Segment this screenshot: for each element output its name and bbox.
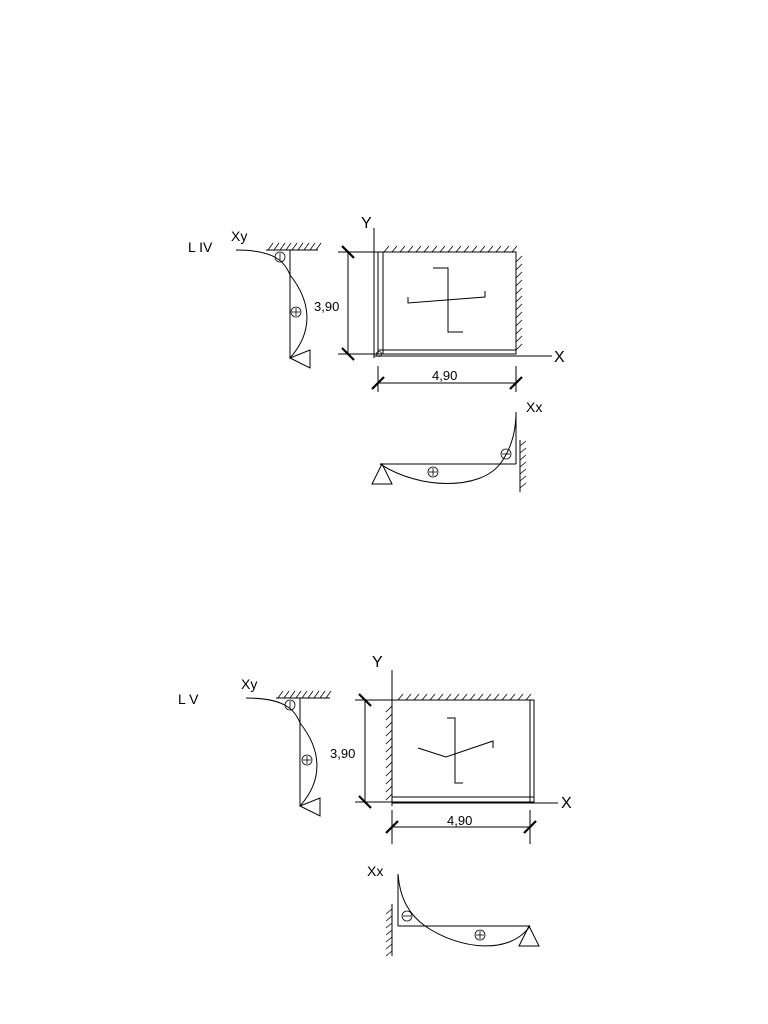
panel-v-moment-x-diagram: Xx	[367, 863, 540, 957]
panel-v-name: L V	[178, 691, 199, 707]
panel-iv-moment-y-fixed-support-hatch	[267, 242, 322, 251]
panel-v-moment-y-pin-support	[298, 797, 321, 817]
panel-v-top-edge-hatch	[397, 693, 532, 701]
panel-v-moment-x-label: Xx	[367, 863, 383, 879]
panel-iv-height-value: 3,90	[314, 299, 339, 314]
panel-iv-axis-x-label: X	[554, 349, 565, 366]
panel-v-width-value: 4,90	[447, 813, 472, 828]
panel-v-axis-x-label: X	[561, 795, 572, 812]
panel-v-left-edge-hatch	[385, 705, 393, 801]
panel-v-height-dimension: 3,90	[330, 693, 392, 809]
panel-iv-right-edge-hatch	[515, 255, 523, 351]
panel-v-moment-y-diagram: Xy	[241, 676, 332, 817]
panel-v-axes: Y X	[372, 654, 572, 812]
panel-iv-positive-sign-x	[427, 466, 439, 478]
panel-iv-negative-sign-x	[500, 448, 512, 460]
panel-v-positive-sign-x	[474, 929, 486, 941]
panel-iv-width-dimension: 4,90	[371, 366, 523, 392]
panel-l-v: L V Xy	[178, 654, 572, 957]
panel-v-strip-symbol	[417, 717, 494, 784]
panel-iv-moment-y-diagram: Xy	[231, 228, 322, 369]
panel-iv-moment-x-label: Xx	[526, 399, 542, 415]
panel-v-negative-sign-x	[401, 910, 413, 922]
panel-iv-height-dimension: 3,90	[314, 245, 378, 361]
panel-v-moment-y-fixed-support-hatch	[277, 690, 332, 699]
panel-iv-top-edge-hatch	[383, 245, 518, 253]
panel-iv-axis-y-label: Y	[361, 215, 372, 232]
panel-v-slab	[385, 693, 535, 803]
panel-v-positive-sign-y	[301, 754, 313, 766]
panel-iv-axes: Y X	[361, 215, 565, 366]
panel-v-moment-y-label: Xy	[241, 676, 257, 692]
panel-v-width-dimension: 4,90	[385, 810, 537, 844]
panel-v-moment-x-pin-support	[518, 924, 540, 947]
panel-iv-moment-x-diagram: Xx	[371, 399, 542, 492]
panel-iv-moment-x-pin-support	[371, 462, 393, 485]
panel-v-moment-x-fixed-support-hatch	[385, 908, 393, 957]
panel-v-height-value: 3,90	[330, 746, 355, 761]
panel-iv-strip-symbol	[407, 267, 486, 333]
panel-iv-width-value: 4,90	[432, 368, 457, 383]
panel-v-axis-y-label: Y	[372, 654, 383, 671]
panel-iv-moment-y-pin-support	[288, 349, 311, 369]
panel-iv-moment-y-label: Xy	[231, 228, 247, 244]
panel-l-iv: L IV Xy	[188, 215, 565, 492]
panel-v-negative-sign-y	[284, 699, 296, 711]
panel-iv-name: L IV	[188, 239, 213, 255]
panel-iv-slab	[376, 245, 523, 357]
panel-iv-negative-sign-y	[274, 251, 286, 263]
panel-iv-moment-x-fixed-support-hatch	[519, 440, 527, 489]
panel-iv-positive-sign-y	[290, 306, 302, 318]
